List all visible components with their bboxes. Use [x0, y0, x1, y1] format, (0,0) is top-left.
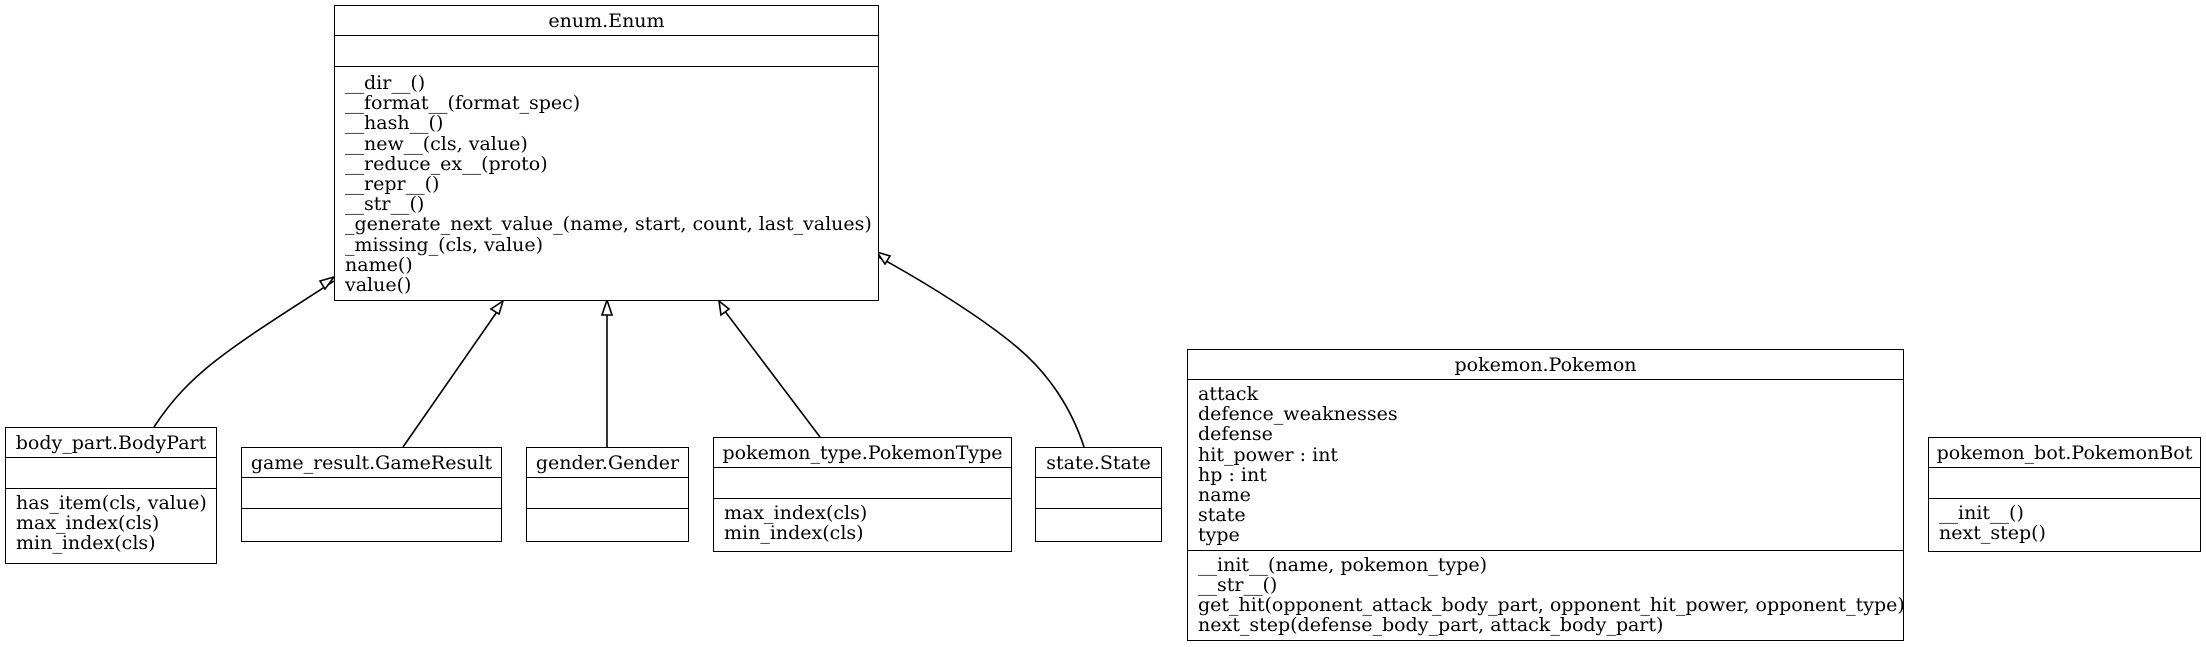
- attribute-section: attack defence_weaknesses defense hit_po…: [1188, 380, 1903, 551]
- method-entry: __init__(name, pokemon_type): [1198, 553, 1488, 576]
- attribute-entry: defence_weaknesses: [1198, 403, 1398, 426]
- attribute-section: [242, 478, 501, 509]
- method-section: __dir__() __format__(format_spec) __hash…: [335, 67, 878, 299]
- method-entry: _generate_next_value_(name, start, count…: [345, 213, 872, 236]
- class-game-result: game_result.GameResult: [241, 447, 502, 542]
- edge-bodypart-arrowhead: [318, 275, 337, 291]
- method-entry: __str__(): [345, 193, 425, 216]
- attribute-section: [6, 458, 216, 489]
- attribute-entry: hit_power : int: [1198, 443, 1339, 466]
- method-section: [242, 509, 501, 517]
- method-entry: __str__(): [1198, 573, 1278, 596]
- method-entry: get_hit(opponent_attack_body_part, oppon…: [1198, 594, 1905, 617]
- class-name: gender.Gender: [527, 448, 688, 478]
- class-name: enum.Enum: [335, 6, 878, 36]
- edge-gameresult-arrowhead: [489, 299, 505, 316]
- method-entry: max_index(cls): [724, 502, 868, 524]
- edge-gameresult-to-enum: [402, 305, 502, 448]
- method-entry: __format__(format_spec): [345, 92, 581, 115]
- method-section: __init__() next_step(): [1929, 499, 2200, 547]
- method-section: max_index(cls) min_index(cls): [714, 499, 1011, 547]
- class-enum: enum.Enum __dir__() __format__(format_sp…: [334, 5, 879, 301]
- class-gender: gender.Gender: [526, 447, 689, 542]
- attribute-entry: name: [1198, 484, 1251, 507]
- attribute-section: [714, 468, 1011, 499]
- class-name: game_result.GameResult: [242, 448, 501, 478]
- method-section: has_item(cls, value) max_index(cls) min_…: [6, 489, 216, 558]
- class-pokemon-type: pokemon_type.PokemonType max_index(cls) …: [713, 437, 1012, 552]
- method-entry: __new__(cls, value): [345, 132, 528, 155]
- attribute-entry: defense: [1198, 423, 1273, 446]
- method-entry: next_step(defense_body_part, attack_body…: [1198, 614, 1664, 637]
- edge-state-arrowhead: [875, 250, 892, 266]
- method-entry: __repr__(): [345, 173, 440, 196]
- class-state: state.State: [1035, 447, 1162, 542]
- method-section: [1036, 509, 1161, 517]
- attribute-section: [1036, 478, 1161, 509]
- edge-state-to-enum: [876, 255, 1085, 448]
- method-entry: max_index(cls): [16, 512, 160, 535]
- method-entry: __hash__(): [345, 112, 444, 135]
- method-entry: min_index(cls): [724, 522, 864, 545]
- method-entry: _missing_(cls, value): [345, 233, 544, 256]
- method-section: __init__(name, pokemon_type) __str__() g…: [1188, 551, 1905, 640]
- attribute-entry: hp : int: [1198, 463, 1267, 486]
- edge-pokemontype-arrowhead: [717, 299, 731, 317]
- class-pokemon: pokemon.Pokemon attack defence_weaknesse…: [1187, 349, 1905, 641]
- method-entry: next_step(): [1939, 522, 2046, 545]
- class-body-part: body_part.BodyPart has_item(cls, value) …: [5, 427, 217, 564]
- class-name: pokemon.Pokemon: [1188, 350, 1903, 380]
- class-name: pokemon_type.PokemonType: [714, 438, 1011, 468]
- method-entry: name(): [345, 253, 413, 276]
- edge-pokemontype-to-enum: [720, 305, 821, 438]
- method-section: [527, 509, 688, 517]
- class-pokemon-bot: pokemon_bot.PokemonBot __init__() next_s…: [1928, 437, 2201, 552]
- attribute-entry: attack: [1198, 383, 1259, 405]
- attribute-section: [1929, 468, 2200, 499]
- edge-gender-arrowhead: [600, 297, 614, 316]
- attribute-section: [527, 478, 688, 509]
- class-name: body_part.BodyPart: [6, 428, 216, 458]
- method-entry: __dir__(): [345, 72, 426, 94]
- method-entry: value(): [345, 274, 412, 297]
- attribute-entry: state: [1198, 504, 1246, 527]
- method-entry: min_index(cls): [16, 532, 156, 555]
- edge-bodypart-to-enum: [153, 280, 335, 428]
- attribute-section: [335, 36, 878, 67]
- method-entry: __reduce_ex__(proto): [345, 152, 548, 175]
- method-entry: has_item(cls, value): [16, 492, 207, 514]
- class-name: pokemon_bot.PokemonBot: [1929, 438, 2200, 468]
- attribute-entry: type: [1198, 524, 1240, 547]
- class-name: state.State: [1036, 448, 1161, 478]
- method-entry: __init__(): [1939, 502, 2024, 524]
